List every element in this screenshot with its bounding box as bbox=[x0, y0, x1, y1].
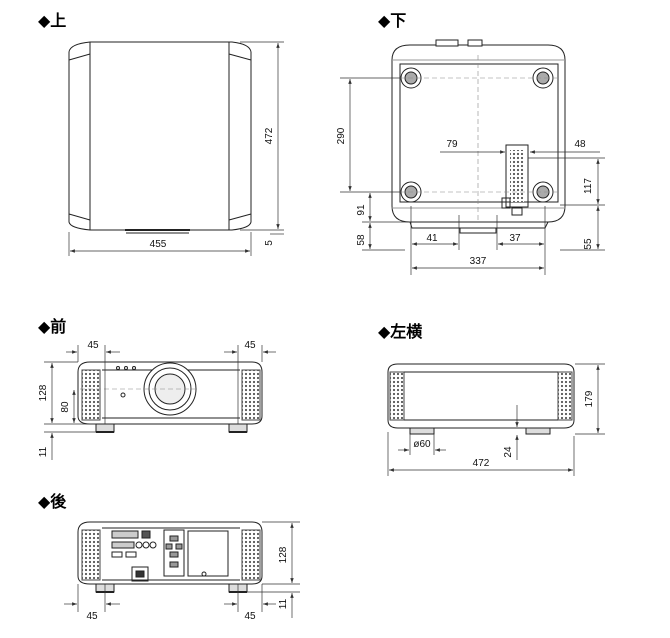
section-title-bottom: ◆下 bbox=[378, 11, 407, 30]
dim-bottom-48: 48 bbox=[574, 139, 586, 150]
dim-rear-11: 11 bbox=[278, 598, 289, 609]
dim-front-80: 80 bbox=[60, 401, 71, 413]
dim-side-179: 179 bbox=[584, 390, 595, 407]
dim-bottom-41: 41 bbox=[426, 233, 438, 244]
dim-bottom-117: 117 bbox=[583, 178, 594, 194]
dim-top-foot: 5 bbox=[264, 240, 275, 246]
dim-rear-left-45: 45 bbox=[86, 611, 98, 622]
dim-top-depth: 472 bbox=[264, 127, 275, 144]
top-view bbox=[68, 41, 252, 234]
dim-front-11: 11 bbox=[38, 446, 49, 457]
front-dimensions bbox=[44, 345, 276, 460]
top-dimensions bbox=[68, 41, 284, 256]
side-view bbox=[387, 363, 575, 435]
section-title-rear: ◆後 bbox=[38, 492, 67, 511]
dim-side-472: 472 bbox=[473, 458, 490, 469]
bottom-view bbox=[391, 39, 566, 234]
dim-side-dia60: ø60 bbox=[413, 439, 431, 450]
dim-bottom-37: 37 bbox=[509, 233, 521, 244]
dim-bottom-58: 58 bbox=[356, 234, 367, 246]
dim-front-right-45: 45 bbox=[244, 340, 256, 351]
section-title-top: ◆上 bbox=[38, 11, 67, 30]
dim-bottom-290: 290 bbox=[336, 127, 347, 144]
dim-front-left-45: 45 bbox=[87, 340, 99, 351]
rear-dimensions bbox=[64, 521, 300, 618]
section-title-side: ◆左横 bbox=[378, 322, 423, 341]
rear-view bbox=[77, 521, 263, 593]
bottom-dimensions bbox=[340, 77, 605, 275]
dim-bottom-79: 79 bbox=[446, 139, 458, 150]
dim-side-24: 24 bbox=[503, 446, 514, 458]
dim-bottom-91: 91 bbox=[356, 204, 367, 216]
side-dimensions bbox=[387, 363, 605, 476]
dim-bottom-55: 55 bbox=[583, 238, 594, 250]
section-title-front: ◆前 bbox=[38, 317, 67, 336]
bottom-centerlines bbox=[400, 55, 560, 222]
front-view bbox=[77, 361, 263, 433]
dim-bottom-337: 337 bbox=[470, 256, 487, 267]
dim-top-width: 455 bbox=[150, 239, 167, 250]
dim-rear-128: 128 bbox=[278, 546, 289, 563]
dim-front-128: 128 bbox=[38, 384, 49, 401]
dim-rear-right-45: 45 bbox=[244, 611, 256, 622]
